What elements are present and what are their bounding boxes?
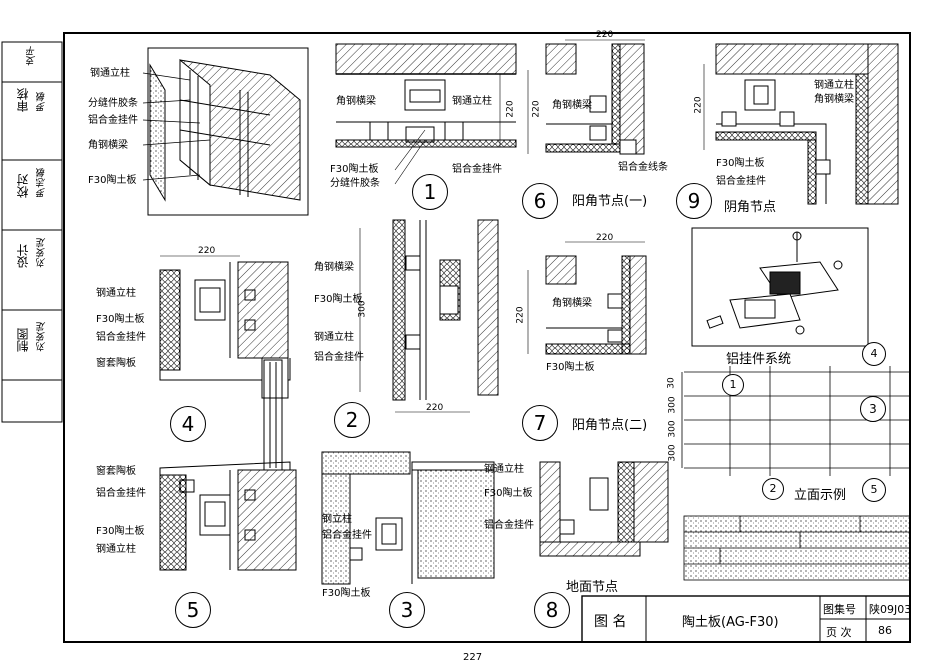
title-block-page-no: 86 — [878, 624, 892, 637]
elev-dim: 30 — [666, 377, 677, 389]
iso-label: 铝合金挂件 — [88, 115, 138, 126]
elev-ref-5: 5 — [862, 478, 886, 502]
title-block-title: 陶土板(AG-F30) — [682, 615, 779, 630]
elev-dim: 300 — [667, 444, 678, 462]
d3-label: 铝合金挂件 — [322, 530, 372, 541]
elev-ref-4: 4 — [862, 342, 886, 366]
d8-label: F30陶土板 — [484, 488, 533, 499]
d5-label: 钢通立柱 — [96, 544, 136, 555]
d7-label: 角钢横梁 — [552, 298, 592, 309]
caption-floor: 地面节点 — [566, 580, 619, 595]
iso-label: F30陶土板 — [88, 175, 137, 186]
d2-dim-v: 300 — [357, 300, 368, 318]
d2-label: 角钢横梁 — [314, 262, 354, 273]
elev-ref-1: 1 — [722, 374, 744, 396]
d8-label: 钢通立柱 — [484, 464, 524, 475]
d5-label: 铝合金挂件 — [96, 488, 146, 499]
title-block-page-label: 页 次 — [826, 626, 852, 639]
elev-ref-2: 2 — [762, 478, 784, 500]
d6-dim-v: 220 — [531, 100, 542, 118]
d9-dim: 220 — [693, 96, 704, 114]
detail-number-2: 2 — [334, 402, 370, 438]
d5-label: F30陶土板 — [96, 526, 145, 537]
d7-dim-v: 220 — [515, 306, 526, 324]
detail-number-7: 7 — [522, 405, 558, 441]
d9-label: F30陶土板 — [716, 158, 765, 169]
elev-dim: 300 — [667, 396, 678, 414]
d2-dim: 220 — [426, 403, 444, 413]
d4-label: 钢通立柱 — [96, 288, 136, 299]
d6-label: 铝合金线条 — [618, 162, 668, 173]
sidebar-design: 设计刘安定 — [16, 238, 48, 268]
caption-yin: 阴角节点 — [724, 200, 777, 215]
d4-dim: 220 — [198, 246, 216, 256]
caption-yang2: 阳角节点(二) — [572, 418, 648, 433]
d7-dim: 220 — [596, 233, 614, 243]
iso-label: 角钢横梁 — [88, 140, 128, 151]
d2-label: 铝合金挂件 — [314, 352, 364, 363]
sidebar-draw: 制图刘安定 — [16, 322, 48, 352]
d1-label: 分缝件胶条 — [330, 178, 380, 189]
page-number: 227 — [463, 652, 483, 663]
detail-number-6: 6 — [522, 183, 558, 219]
detail-number-4: 4 — [170, 406, 206, 442]
caption-elev: 立面示例 — [794, 488, 847, 503]
d2-label: F30陶土板 — [314, 294, 363, 305]
detail-number-3: 3 — [389, 592, 425, 628]
detail-number-1: 1 — [412, 174, 448, 210]
detail-number-5: 5 — [175, 592, 211, 628]
sidebar-review: 审核罗敏 — [16, 88, 48, 112]
detail-number-8: 8 — [534, 592, 570, 628]
d1-label: 铝合金挂件 — [452, 164, 502, 175]
title-block-name-label: 图 名 — [594, 614, 627, 630]
d1-label: 钢通立柱 — [452, 96, 492, 107]
elev-ref-3: 3 — [860, 396, 886, 422]
d2-label: 钢通立柱 — [314, 332, 354, 343]
detail-number-9: 9 — [676, 183, 712, 219]
sidebar-top: 支平 — [26, 46, 38, 66]
d5-label: 窗套陶板 — [96, 466, 136, 477]
elev-dim: 300 — [667, 420, 678, 438]
d9-label: 铝合金挂件 — [716, 176, 766, 187]
d7-label: F30陶土板 — [546, 362, 595, 373]
iso-label: 分缝件胶条 — [88, 98, 138, 109]
d6-dim: 220 — [596, 30, 614, 40]
d1-label: 角钢横梁 — [336, 96, 376, 107]
d4-label: 铝合金挂件 — [96, 332, 146, 343]
d4-label: 窗套陶板 — [96, 358, 136, 369]
d4-label: F30陶土板 — [96, 314, 145, 325]
caption-hanger: 铝挂件系统 — [726, 352, 792, 367]
title-block-atlas-label: 图集号 — [823, 603, 856, 616]
title-block-atlas-no: 陕09J03 — [869, 603, 912, 616]
d3-label: F30陶土板 — [322, 588, 371, 599]
d1-label: F30陶土板 — [330, 164, 379, 175]
d6-label: 角钢横梁 — [552, 100, 592, 111]
d3-label: 钢立柱 — [322, 514, 352, 525]
d1-dim: 220 — [505, 100, 516, 118]
caption-yang1: 阳角节点(一) — [572, 194, 648, 209]
d9-label: 钢通立柱 — [814, 80, 854, 91]
sidebar-check: 校对罗志敏 — [16, 168, 48, 198]
d9-label: 角钢横梁 — [814, 94, 854, 105]
d8-label: 铝合金挂件 — [484, 520, 534, 531]
iso-label: 钢通立柱 — [90, 68, 130, 79]
